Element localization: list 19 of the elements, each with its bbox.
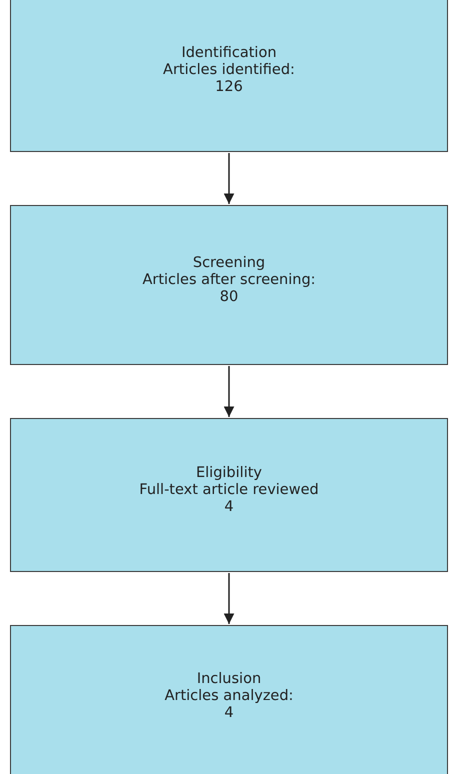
process-box xyxy=(10,0,448,152)
stage-heading: Inclusion xyxy=(196,670,262,688)
arrow xyxy=(224,153,234,204)
process-box xyxy=(10,418,448,572)
arrow xyxy=(224,573,234,624)
stage-text: Articles identified: xyxy=(163,62,295,78)
stage-heading: Eligibility xyxy=(196,464,262,482)
stage-text: Articles after screening: xyxy=(142,272,316,288)
stage-text: Articles analyzed: xyxy=(164,688,294,704)
stage-heading: Identification xyxy=(181,44,277,62)
stage-text: 80 xyxy=(220,288,238,306)
arrow xyxy=(224,366,234,417)
stage-text: Full-text article reviewed xyxy=(139,482,319,498)
process-box xyxy=(10,205,448,365)
stage-heading: Screening xyxy=(192,254,266,272)
stage-text: 126 xyxy=(215,78,243,96)
stage-text: 4 xyxy=(224,498,234,516)
stage-text: 4 xyxy=(224,704,234,722)
process-box xyxy=(10,625,448,774)
